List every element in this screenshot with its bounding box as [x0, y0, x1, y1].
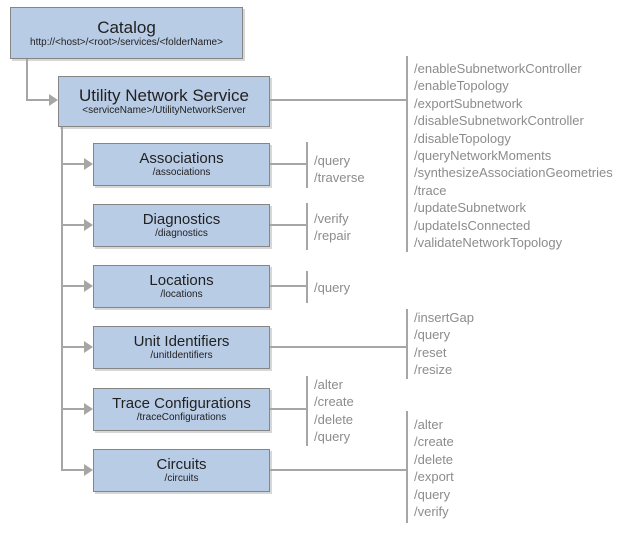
branch-associations-line [61, 163, 85, 165]
arrow-to-unit-identifiers-icon [84, 341, 93, 353]
service-ops-bracket [406, 56, 408, 252]
unit-identifiers-ops-line [270, 346, 407, 348]
arrow-to-service-icon [49, 94, 58, 106]
node-unit-identifiers: Unit Identifiers /unitIdentifiers [93, 326, 270, 369]
trace-configurations-ops-bracket [306, 376, 308, 446]
unit-identifiers-path: /unitIdentifiers [150, 350, 213, 361]
circuits-operations-list: /alter /create /delete /export /query /v… [414, 417, 454, 520]
arrow-to-diagnostics-icon [84, 219, 93, 231]
circuits-title: Circuits [156, 456, 207, 473]
arrow-to-locations-icon [84, 280, 93, 292]
service-title: Utility Network Service [78, 86, 250, 105]
locations-ops-bracket [306, 271, 308, 303]
node-trace-configurations: Trace Configurations /traceConfiguration… [93, 388, 270, 431]
node-associations: Associations /associations [93, 143, 270, 186]
associations-path: /associations [152, 167, 211, 178]
node-catalog: Catalog http://<host>/<root>/services/<f… [10, 7, 243, 59]
associations-title: Associations [139, 150, 224, 167]
service-ops-line [270, 99, 407, 101]
connector-catalog-hline [26, 99, 51, 101]
trace-configurations-operations-list: /alter /create /delete /query [314, 377, 354, 445]
branch-unit-identifiers-line [61, 346, 85, 348]
circuits-path: /circuits [164, 473, 199, 484]
catalog-title: Catalog [97, 17, 156, 37]
arrow-to-circuits-icon [84, 464, 93, 476]
diagnostics-ops-line [270, 224, 307, 226]
locations-ops-line [270, 285, 307, 287]
service-path: <serviceName>/UtilityNetworkServer [82, 105, 246, 116]
unit-identifiers-operations-list: /insertGap /query /reset /resize [414, 310, 474, 378]
node-diagnostics: Diagnostics /diagnostics [93, 204, 270, 247]
associations-ops-bracket [306, 142, 308, 188]
diagnostics-ops-bracket [306, 203, 308, 250]
node-utility-network-service: Utility Network Service <serviceName>/Ut… [58, 76, 270, 127]
locations-operations-list: /query [314, 280, 351, 295]
unit-identifiers-title: Unit Identifiers [133, 333, 230, 350]
locations-path: /locations [160, 289, 203, 300]
branch-trace-configurations-line [61, 408, 85, 410]
node-locations: Locations /locations [93, 265, 270, 308]
branch-locations-line [61, 285, 85, 287]
arrow-to-associations-icon [84, 158, 93, 170]
service-operations-list: /enableSubnetworkController /enableTopol… [414, 61, 613, 251]
connector-catalog-vline [26, 59, 28, 101]
diagnostics-operations-list: /verify /repair [314, 211, 351, 244]
associations-ops-line [270, 163, 307, 165]
diagnostics-path: /diagnostics [155, 228, 208, 239]
arrow-to-trace-configurations-icon [84, 403, 93, 415]
catalog-url: http://<host>/<root>/services/<folderNam… [30, 36, 223, 48]
node-circuits: Circuits /circuits [93, 449, 270, 492]
circuits-ops-line [270, 469, 407, 471]
branch-circuits-line [61, 469, 85, 471]
unit-identifiers-ops-bracket [406, 309, 408, 379]
locations-title: Locations [149, 272, 214, 289]
associations-operations-list: /query /traverse [314, 153, 365, 186]
branch-diagnostics-line [61, 224, 85, 226]
trace-configurations-ops-line [270, 408, 307, 410]
connector-service-trunk [61, 127, 63, 471]
trace-configurations-title: Trace Configurations [112, 395, 251, 412]
trace-configurations-path: /traceConfigurations [136, 412, 227, 423]
diagnostics-title: Diagnostics [142, 211, 221, 228]
circuits-ops-bracket [406, 411, 408, 523]
